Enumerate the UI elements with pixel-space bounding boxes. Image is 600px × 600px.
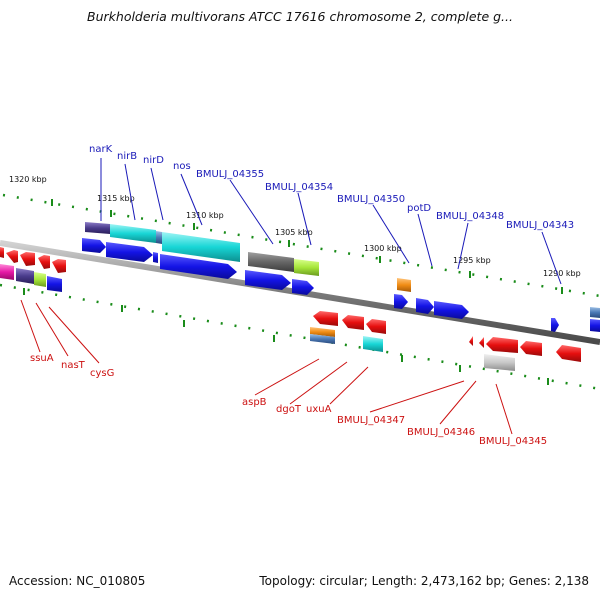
gene-feature	[0, 264, 14, 280]
gene-label-aspB: aspB	[242, 397, 267, 408]
forward-gene-arrow	[245, 270, 291, 290]
gene-label-nirD: nirD	[143, 155, 164, 166]
forward-gene-arrow	[153, 252, 158, 263]
forward-gene-arrow	[106, 242, 153, 262]
gene-label-nos: nos	[173, 161, 191, 172]
forward-genes	[82, 238, 600, 332]
gene-feature	[16, 268, 34, 284]
topology-summary: Topology: circular; Length: 2,473,162 bp…	[259, 574, 589, 588]
gene-label-nasT: nasT	[61, 360, 86, 371]
forward-gene-labels: narK nirB nirD nos BMULJ_04355 BMULJ_043…	[89, 144, 574, 231]
reverse-gene-arrow	[52, 259, 66, 273]
gene-feature	[248, 252, 294, 272]
gene-label-cysG: cysG	[90, 368, 114, 379]
outer-tick-track	[2, 193, 600, 298]
forward-gene-arrow	[551, 318, 559, 332]
forward-gene-arrow	[160, 254, 237, 279]
gene-feature	[484, 354, 515, 371]
gene-label-uxuA: uxuA	[306, 404, 332, 415]
reverse-gene-arrow	[6, 250, 18, 263]
gene-label-potD: potD	[407, 203, 431, 214]
gene-label-bmulj-04354: BMULJ_04354	[265, 182, 333, 193]
forward-gene-arrow	[394, 294, 408, 309]
scale-label: 1320 kbp	[9, 175, 47, 184]
gene-label-nirB: nirB	[117, 151, 137, 162]
gene-feature	[294, 259, 319, 276]
reverse-gene-arrow	[469, 336, 473, 346]
forward-cog-features	[85, 222, 600, 318]
gene-feature	[156, 231, 162, 244]
scale-label: 1300 kbp	[364, 244, 402, 253]
gene-label-bmulj-04355: BMULJ_04355	[196, 169, 264, 180]
scale-labels: 1320 kbp 1315 kbp 1310 kbp 1305 kbp 1300…	[9, 175, 581, 278]
gene-label-bmulj-04343: BMULJ_04343	[506, 220, 574, 231]
reverse-gene-arrow	[366, 319, 386, 334]
gene-label-bmulj-04348: BMULJ_04348	[436, 211, 504, 222]
reverse-genes	[310, 311, 581, 371]
gene-feature	[34, 272, 46, 287]
reverse-gene-arrow	[556, 345, 581, 362]
scale-label: 1315 kbp	[97, 194, 135, 203]
forward-gene-arrow	[47, 276, 62, 292]
map-title: Burkholderia multivorans ATCC 17616 chro…	[87, 9, 513, 24]
forward-gene-arrow	[82, 238, 106, 253]
forward-leader-lines	[100, 158, 562, 285]
reverse-gene-arrow	[20, 252, 35, 266]
forward-gene-arrow	[590, 319, 600, 332]
reverse-gene-arrow	[342, 315, 364, 330]
reverse-gene-arrow	[520, 341, 542, 356]
gene-feature	[397, 278, 411, 292]
gene-feature	[85, 222, 110, 234]
gene-label-dgoT: dgoT	[276, 404, 302, 415]
forward-gene-arrow	[434, 301, 469, 319]
gene-feature	[590, 307, 600, 318]
gene-label-narK: narK	[89, 144, 113, 155]
reverse-gene-arrow	[38, 255, 50, 269]
scale-label: 1305 kbp	[275, 228, 313, 237]
reverse-gene-arrow	[479, 337, 484, 348]
gene-feature	[310, 334, 335, 344]
gene-feature	[162, 232, 240, 262]
left-cluster	[0, 247, 66, 292]
gene-feature	[363, 336, 383, 352]
reverse-gene-arrow	[0, 247, 4, 258]
scale-label: 1290 kbp	[543, 269, 581, 278]
accession-text: Accession: NC_010805	[9, 574, 146, 588]
gene-label-bmulj-04350: BMULJ_04350	[337, 194, 405, 205]
reverse-gene-labels: ssuA nasT cysG aspB dgoT uxuA BMULJ_0434…	[30, 353, 547, 447]
reverse-gene-arrow	[313, 311, 338, 326]
gene-feature	[110, 224, 156, 243]
forward-gene-arrow	[292, 279, 314, 295]
scale-label: 1310 kbp	[186, 211, 224, 220]
major-ticks	[23, 199, 563, 385]
scale-label: 1295 kbp	[453, 256, 491, 265]
reverse-gene-arrow	[486, 337, 518, 353]
reverse-leader-lines	[20, 299, 513, 435]
gene-label-bmulj-04346: BMULJ_04346	[407, 427, 475, 438]
gene-label-bmulj-04347: BMULJ_04347	[337, 415, 405, 426]
forward-gene-arrow	[416, 298, 434, 314]
gene-label-bmulj-04345: BMULJ_04345	[479, 436, 547, 447]
gene-label-ssuA: ssuA	[30, 353, 54, 364]
gene-feature	[310, 327, 335, 337]
